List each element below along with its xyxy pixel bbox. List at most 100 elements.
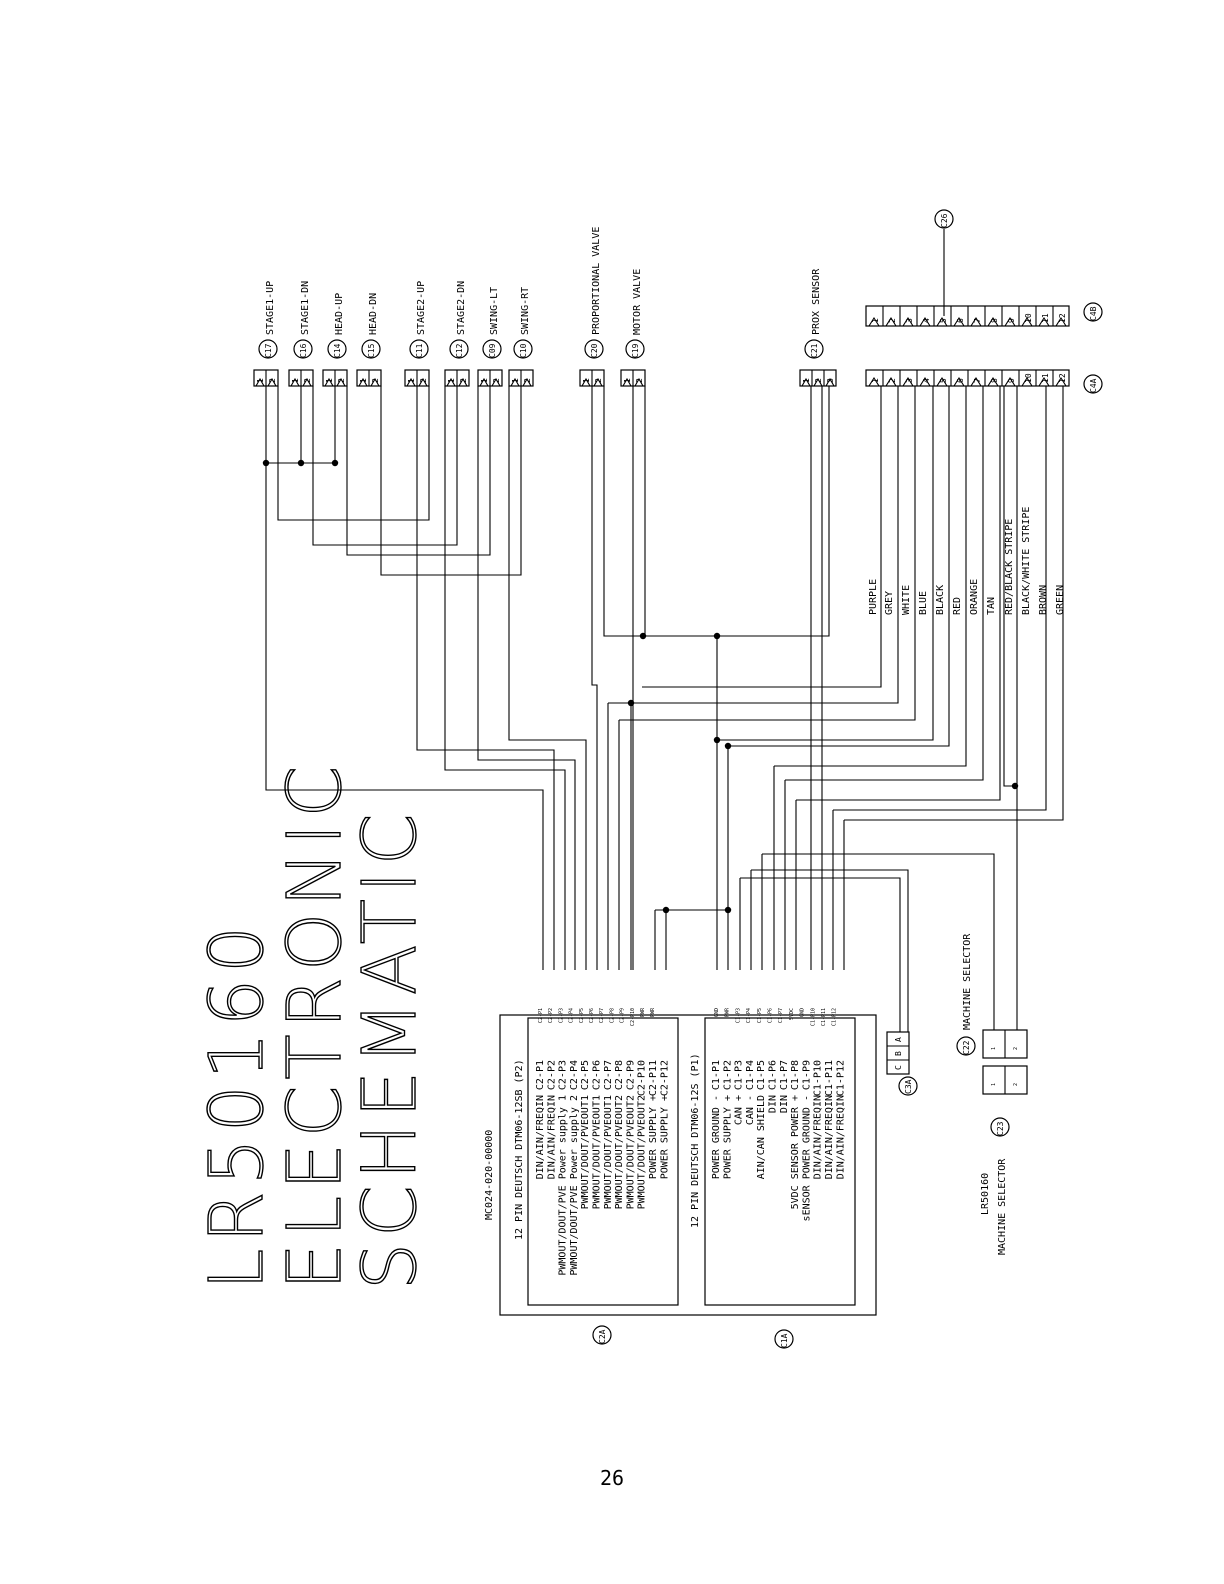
valve-pin: 2 [419, 378, 428, 383]
valve-pin: 2 [459, 378, 468, 383]
p1-function-label: AIN/CAN SHIELD [756, 1095, 767, 1179]
p2-pin-label: C2-P9 [625, 1060, 636, 1090]
valve-id: C16 [299, 343, 308, 358]
p1-pin-label: C1-P7 [779, 1060, 790, 1090]
wire-color-label: RED [952, 597, 963, 615]
valve-name: MOTOR VALVE [632, 269, 643, 335]
c2a-marker: C2A [592, 1325, 612, 1345]
p2-function-label: DIN/AIN/FREQIN [546, 1095, 557, 1179]
p2-pin-tag: C2-P8 [609, 1008, 615, 1023]
p2-function-label: PWMOUT/DOUT/PVEOUT2 [637, 1095, 648, 1209]
p1-function-label: DIN/AIN/FREQIN [835, 1095, 846, 1179]
valve-name: SWING-RT [520, 287, 531, 335]
p1-pin-label: C1-P9 [801, 1060, 812, 1090]
valve-name: SWING-LT [489, 287, 500, 335]
harness-pin: 3 [905, 378, 914, 383]
harness-pin: 9 [1007, 318, 1016, 323]
p1-pin-label: C1-P8 [790, 1060, 801, 1090]
wire-color-label: BLUE [918, 591, 929, 615]
p2-pin-label: C2-P4 [569, 1060, 580, 1090]
valve-pin: 2 [492, 378, 501, 383]
wire-color-label: PURPLE [868, 579, 879, 615]
p2-pin-label: C2-P8 [614, 1060, 625, 1090]
valve-pin: 1 [582, 378, 591, 383]
valve-id: C20 [590, 343, 599, 358]
c22-pin-2: 2 [1013, 1047, 1019, 1050]
valve-pin: 2 [268, 378, 277, 383]
c3a-label: C3A [904, 1079, 913, 1094]
valve-id: C17 [264, 343, 273, 358]
p1-pin-label: C1-P2 [722, 1060, 733, 1090]
p1-pin-tag: GND [714, 1008, 720, 1017]
p2-function-label: PWMOUT/DOUT/PVE Power supply 2 [569, 1095, 580, 1276]
c4b-label: C4B [1089, 306, 1098, 321]
p2-function-label: PWMOUT/DOUT/PVEOUT1 [592, 1095, 603, 1209]
harness-pin: 11 [1041, 313, 1050, 323]
c3a-pin-b: B [894, 1051, 903, 1056]
harness-pin: 12 [1058, 373, 1067, 383]
wire-color-label: WHITE [901, 585, 912, 615]
valve-pin: 2 [303, 378, 312, 383]
harness-pin: 5 [939, 318, 948, 323]
p2-pin-label: C2-P5 [580, 1060, 591, 1090]
valve-pin: 1 [623, 378, 632, 383]
p2-pin-tag: C2-P2 [548, 1008, 554, 1023]
valve-pin: 3 [826, 378, 835, 383]
p2-pin-label: C2-P3 [558, 1060, 569, 1090]
valve-name: PROPORTIONAL VALVE [591, 227, 602, 335]
c22-name: MACHINE SELECTOR [962, 933, 973, 1030]
valve-id: C14 [333, 343, 342, 358]
p2-function-label: PWMOUT/DOUT/PVE Power supply 1 [558, 1095, 569, 1276]
p2-pin-tag: C2-P3 [558, 1008, 564, 1023]
title-line-1: LR50160 [194, 920, 280, 1290]
p2-function-label: POWER SUPPLY + [648, 1095, 659, 1179]
valve-id: C19 [631, 343, 640, 358]
p1-pin-tag: C1-P10 [810, 1008, 816, 1026]
p1-function-label: 5VDC SENSOR POWER + [790, 1095, 801, 1209]
valve-pin: 1 [291, 378, 300, 383]
valve-name: STAGE1-DN [300, 281, 311, 335]
p1-pin-label: C1-P5 [756, 1060, 767, 1090]
p1-pin-tag: C1-P5 [757, 1008, 763, 1023]
p1-function-label: POWER GROUND - [711, 1095, 722, 1179]
p2-pin-label: C2-P12 [659, 1060, 670, 1096]
p2-pin-tag: C2-P6 [589, 1008, 595, 1023]
valve-pin: 2 [337, 378, 346, 383]
harness-pin: 7 [973, 318, 982, 323]
wire-color-label: GREEN [1055, 585, 1066, 615]
harness-pin: 2 [888, 318, 897, 323]
valve-pin: 2 [635, 378, 644, 383]
valve-pin: 1 [325, 378, 334, 383]
valve-pin: 1 [447, 378, 456, 383]
valve-name: STAGE1-UP [265, 281, 276, 335]
p2-function-label: PWMOUT/DOUT/PVEOUT1 [603, 1095, 614, 1209]
valve-pin: 1 [480, 378, 489, 383]
harness-pin: 8 [990, 378, 999, 383]
p1-pin-tag: C1-P3 [735, 1008, 741, 1023]
harness-pin: 6 [956, 378, 965, 383]
harness-pin: 3 [905, 318, 914, 323]
p2-pin-tag: PWR [640, 1007, 646, 1017]
p2-pin-tag: C2-P7 [599, 1008, 605, 1023]
harness-pin: 1 [871, 318, 880, 323]
valve-id: C09 [488, 343, 497, 358]
p2-function-label: POWER SUPPLY + [659, 1095, 670, 1179]
p2-pin-tag: PWR [650, 1007, 656, 1017]
wiring [262, 386, 1064, 1032]
p2-pin-label: C2-P7 [603, 1060, 614, 1090]
c23-label: C23 [996, 1121, 1005, 1136]
valve-pin: 1 [407, 378, 416, 383]
valve-pin: 2 [371, 378, 380, 383]
wire-color-label: BLACK [935, 585, 946, 615]
harness-pin: 2 [888, 378, 897, 383]
